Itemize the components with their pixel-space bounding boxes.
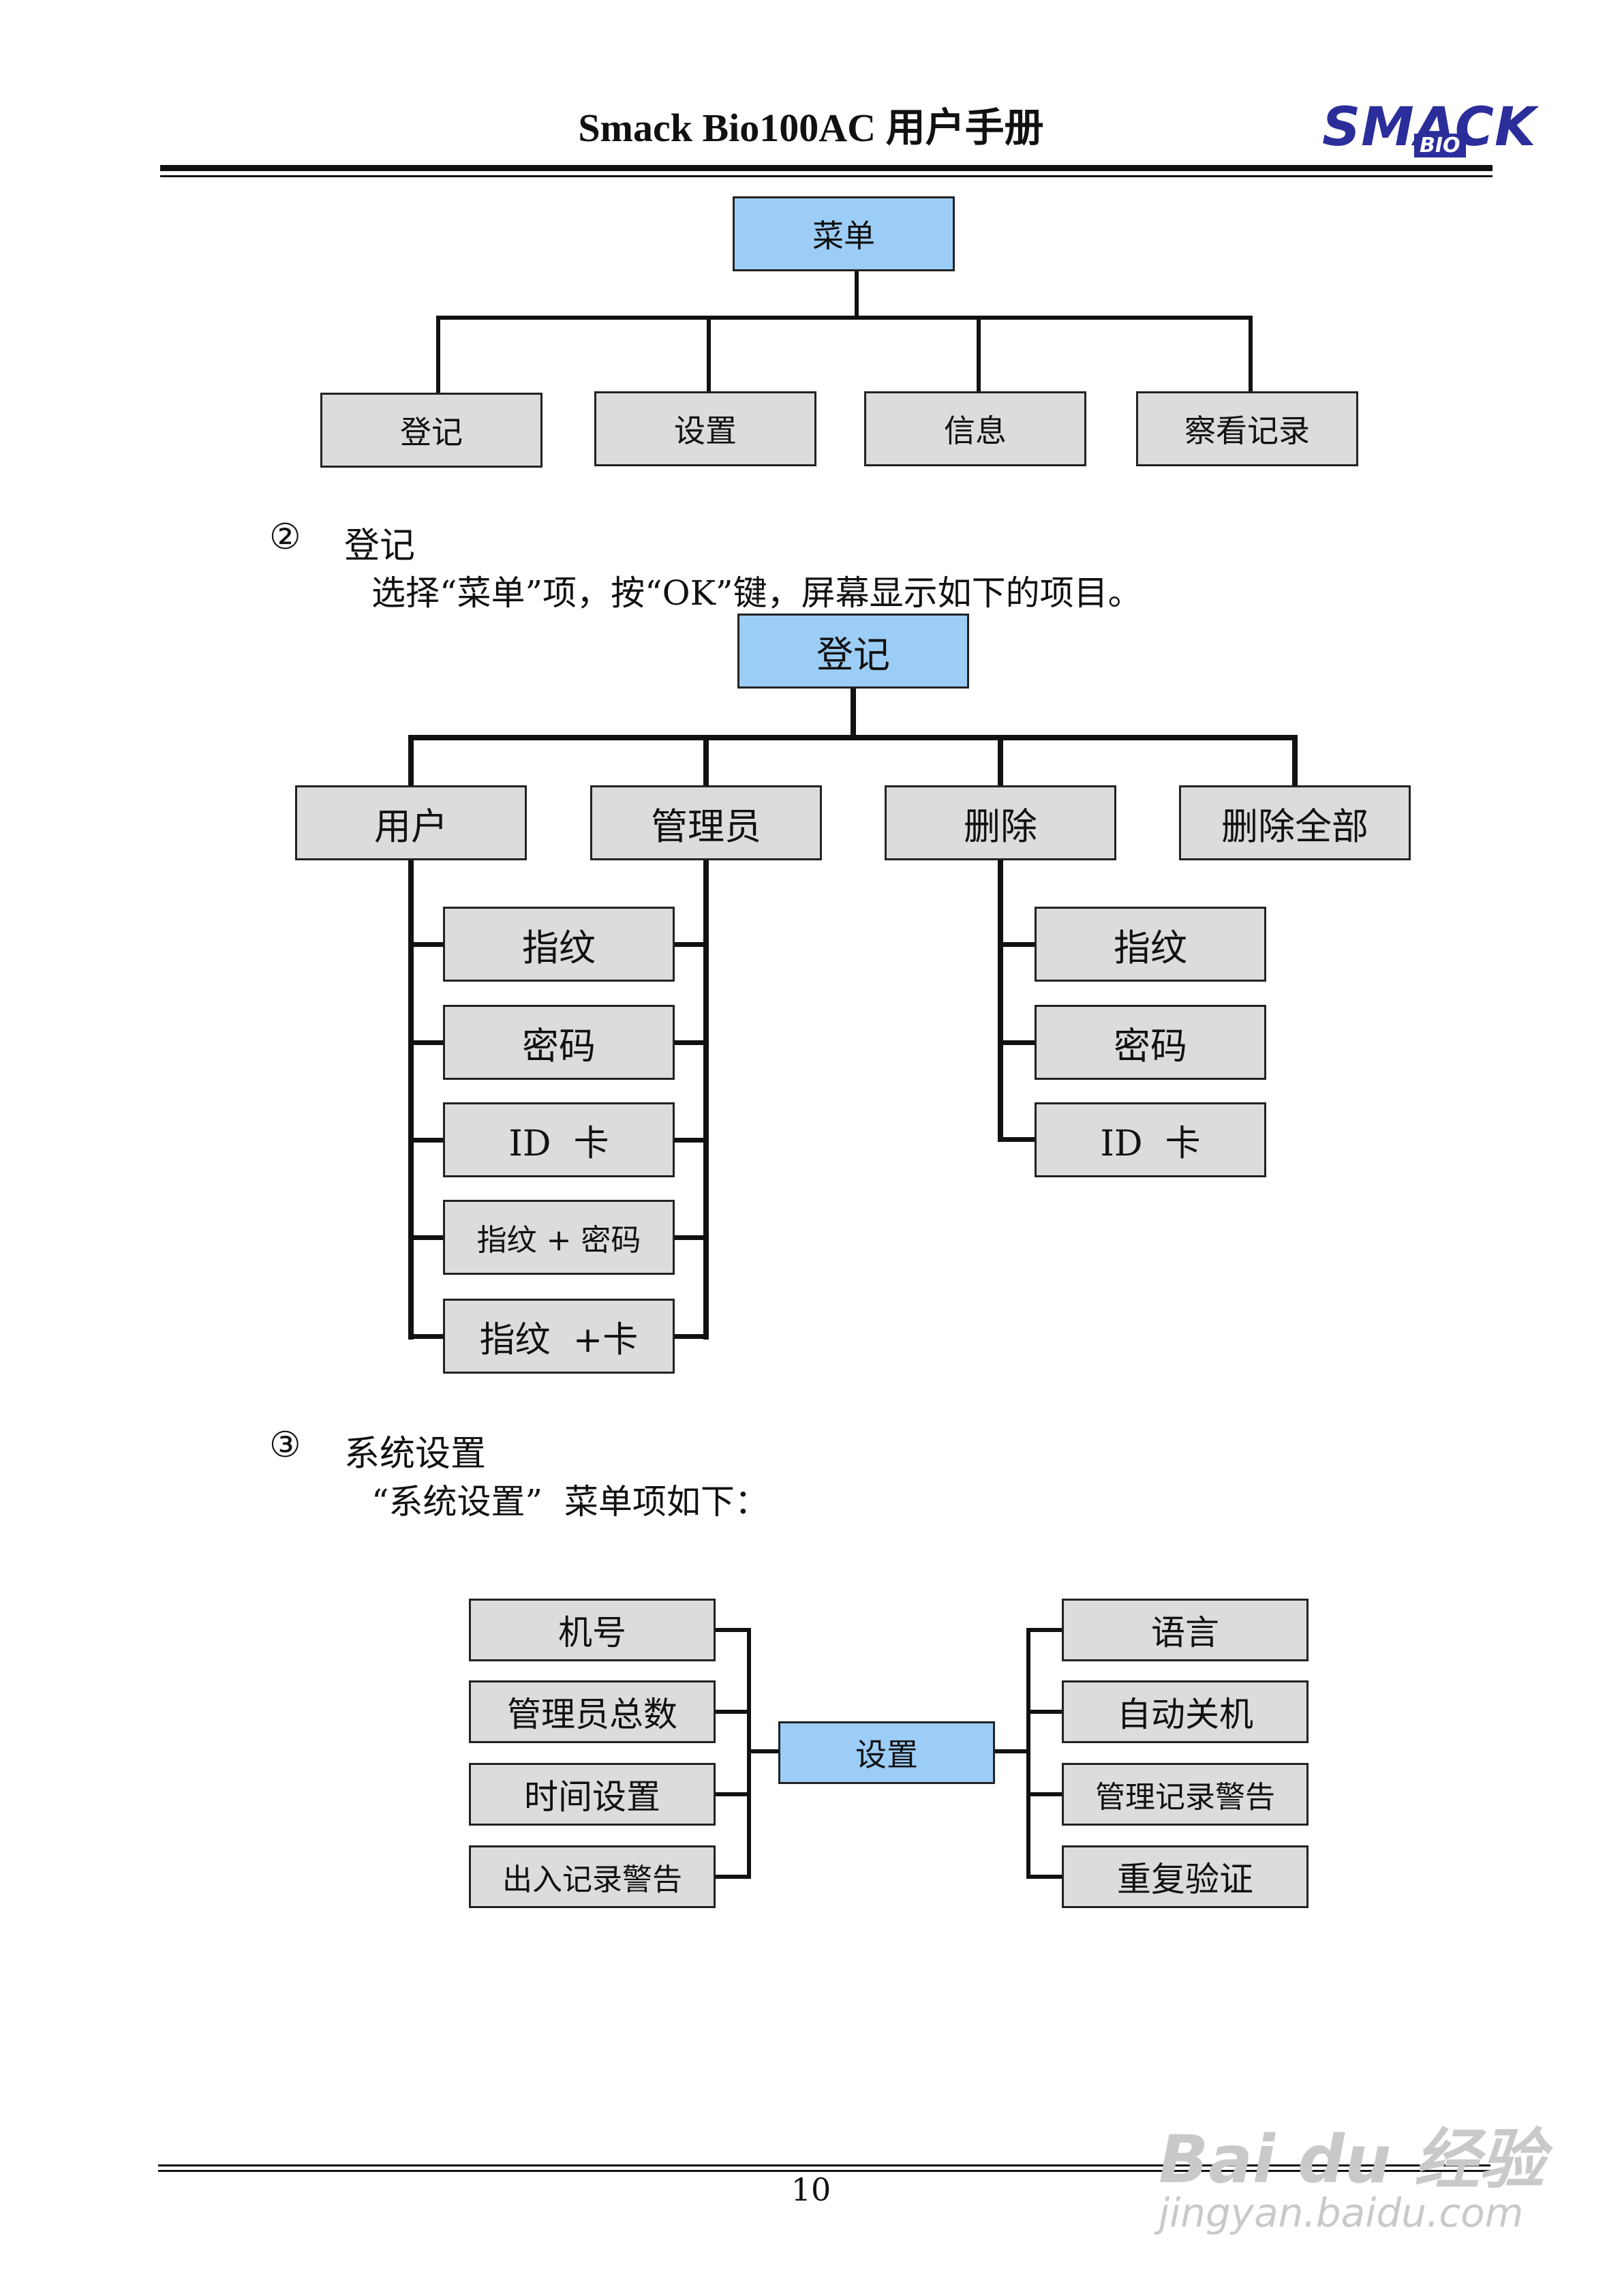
register-item-fingerprint-password: 指纹 + 密码 — [443, 1200, 675, 1275]
connector — [998, 860, 1003, 1142]
connector — [995, 1749, 1026, 1753]
register-root-box: 登记 — [737, 614, 969, 689]
menu-item-settings: 设置 — [594, 391, 816, 466]
connector — [1249, 316, 1253, 393]
register-delete-all-box: 删除全部 — [1179, 785, 1411, 860]
delete-item-id-card: ID 卡 — [1035, 1102, 1266, 1177]
connector — [1292, 735, 1298, 787]
connector — [716, 1875, 751, 1879]
connector — [675, 1138, 707, 1143]
connector — [408, 942, 444, 947]
section-text: “系统设置” 菜单项如下： — [371, 1482, 769, 1522]
connector — [703, 735, 709, 787]
footer-rule-thin — [158, 2164, 1490, 2166]
page-number: 10 — [791, 2171, 831, 2208]
connector — [703, 860, 709, 1340]
connector — [851, 689, 856, 738]
register-item-fingerprint-card: 指纹 +卡 — [443, 1299, 675, 1374]
connector — [408, 735, 414, 787]
settings-item-admin-total: 管理员总数 — [469, 1680, 716, 1743]
settings-item-repeat-verify: 重复验证 — [1062, 1845, 1309, 1908]
register-item-id-card: ID 卡 — [443, 1102, 675, 1177]
connector — [408, 1235, 444, 1240]
connector — [408, 735, 1298, 740]
settings-item-access-log-warning: 出入记录警告 — [469, 1845, 716, 1908]
register-item-fingerprint: 指纹 — [443, 907, 675, 982]
connector — [1026, 1628, 1030, 1879]
menu-item-info: 信息 — [864, 391, 1086, 466]
connector — [998, 1137, 1036, 1142]
menu-root-box: 菜单 — [733, 196, 955, 271]
connector — [408, 1138, 444, 1143]
register-admin-box: 管理员 — [590, 785, 822, 860]
section-number: ③ — [269, 1425, 301, 1466]
section-text: 选择“菜单”项，按“OK”键，屏幕显示如下的项目。 — [371, 573, 1142, 613]
connector — [675, 942, 707, 947]
section-title: 登记 — [344, 526, 416, 567]
delete-item-password: 密码 — [1035, 1005, 1266, 1080]
connector — [675, 1334, 707, 1339]
connector — [747, 1628, 751, 1879]
connector — [408, 1334, 444, 1339]
settings-item-auto-shutdown: 自动关机 — [1062, 1680, 1309, 1743]
settings-center-box: 设置 — [778, 1721, 995, 1784]
settings-item-time: 时间设置 — [469, 1763, 716, 1826]
register-delete-box: 删除 — [885, 785, 1116, 860]
connector — [675, 1235, 707, 1240]
connector — [747, 1749, 778, 1753]
connector — [998, 942, 1036, 947]
smack-logo-sub: BIO — [1414, 134, 1466, 157]
baidu-watermark-url: jingyan.baidu.com — [1159, 2190, 1524, 2236]
connector — [408, 860, 414, 1340]
connector — [707, 316, 711, 393]
document-title: Smack Bio100AC 用户手册 — [578, 106, 1044, 150]
connector — [716, 1710, 751, 1714]
connector — [716, 1628, 751, 1632]
connector — [855, 271, 859, 318]
connector — [436, 316, 1253, 320]
connector — [1026, 1628, 1062, 1632]
baidu-watermark: Bai du 经验 — [1159, 2121, 1545, 2198]
connector — [998, 735, 1003, 787]
footer-rule-thin — [158, 2170, 1490, 2172]
section-number: ② — [269, 517, 301, 558]
connector — [998, 1040, 1036, 1045]
menu-item-view-records: 察看记录 — [1136, 391, 1358, 466]
header-rule-thin — [160, 175, 1493, 177]
connector — [977, 316, 981, 393]
connector — [436, 316, 440, 394]
menu-item-register: 登记 — [320, 393, 542, 468]
settings-item-language: 语言 — [1062, 1599, 1309, 1661]
register-item-password: 密码 — [443, 1005, 675, 1080]
delete-item-fingerprint: 指纹 — [1035, 907, 1266, 982]
header-rule-thick — [160, 165, 1493, 171]
connector — [1026, 1710, 1062, 1714]
connector — [1026, 1792, 1062, 1796]
connector — [675, 1040, 707, 1045]
connector — [1026, 1875, 1062, 1879]
connector — [716, 1792, 751, 1796]
settings-item-machine-number: 机号 — [469, 1599, 716, 1661]
register-user-box: 用户 — [295, 785, 527, 860]
connector — [408, 1040, 444, 1045]
settings-item-admin-log-warning: 管理记录警告 — [1062, 1763, 1309, 1826]
section-title: 系统设置 — [344, 1434, 487, 1475]
